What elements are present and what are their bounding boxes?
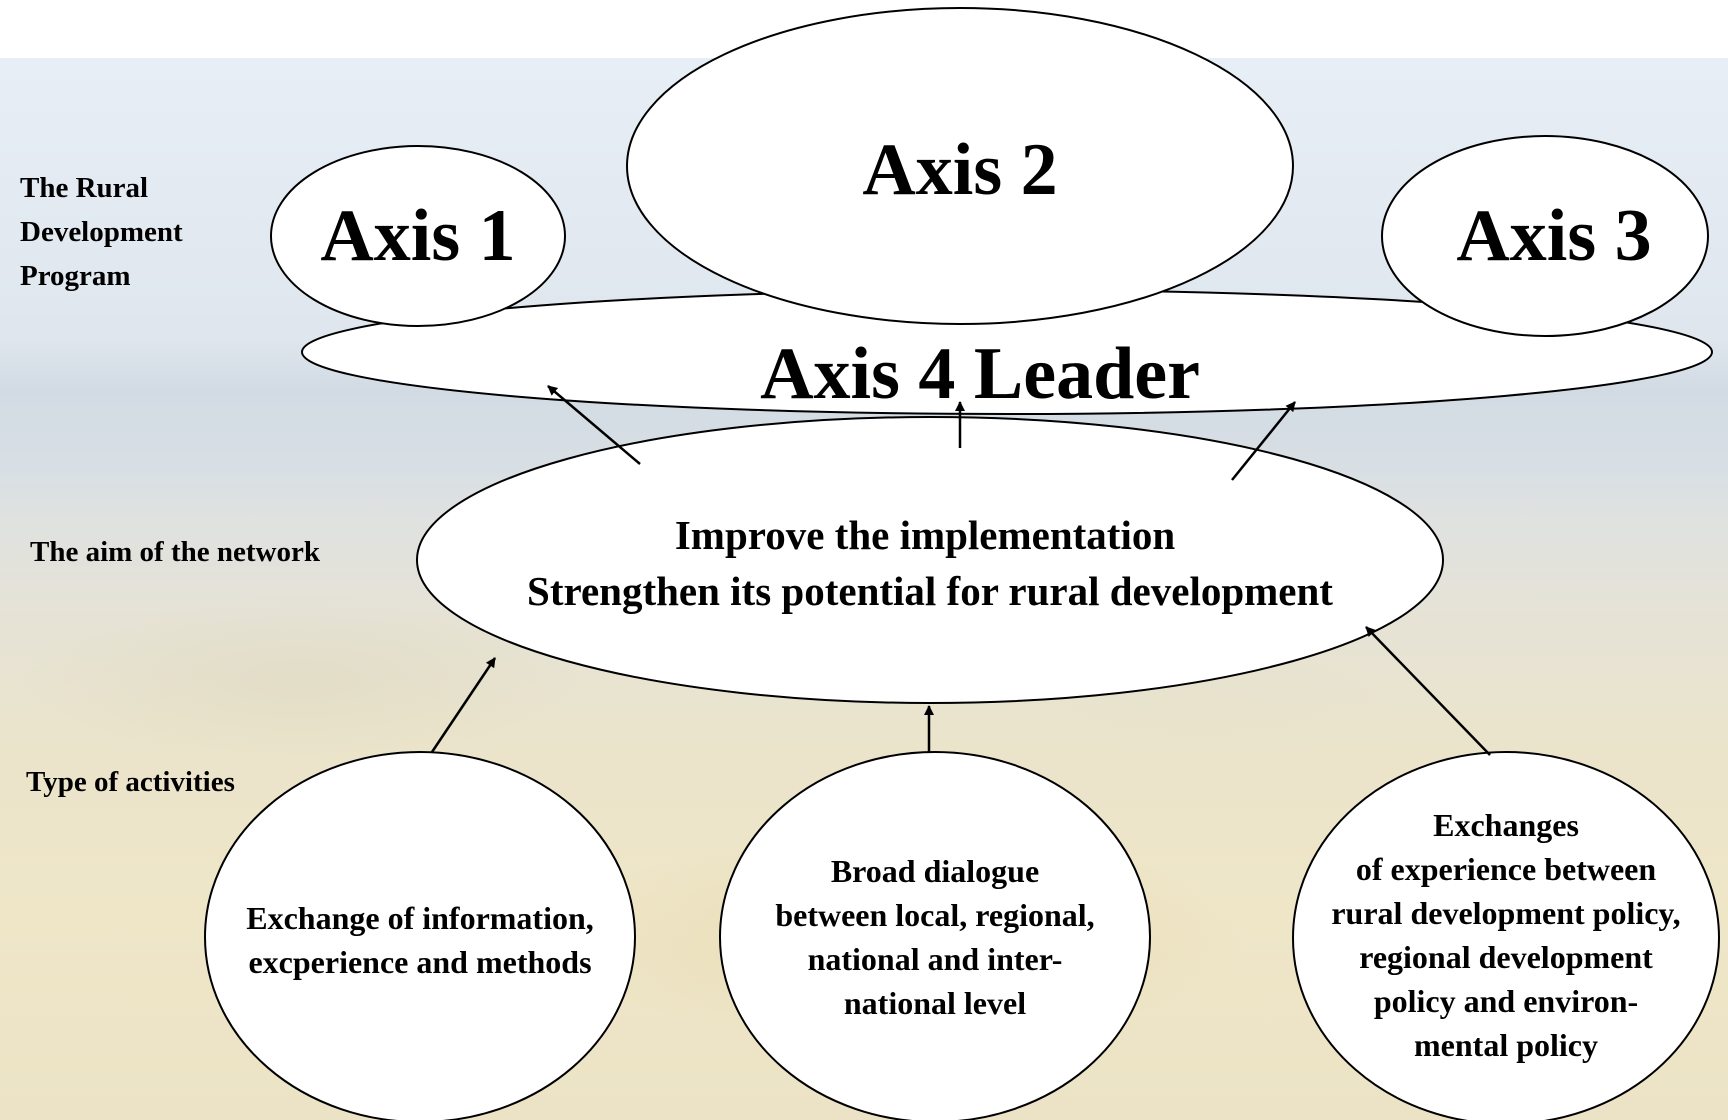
arrow-right-activity-to-aim bbox=[1365, 626, 1491, 756]
activity-left-circle bbox=[204, 751, 636, 1120]
aim-line-2: Strengthen its potential for rural devel… bbox=[527, 567, 1333, 614]
activity-right-circle bbox=[1292, 751, 1720, 1120]
axis1-ellipse bbox=[270, 145, 566, 327]
axis3-label: Axis 3 bbox=[1456, 195, 1652, 277]
axis3-ellipse bbox=[1381, 135, 1709, 337]
activity-right-text: Exchanges of experience between rural de… bbox=[1331, 807, 1681, 1063]
activity-center-text: Broad dialogue between local, regional, … bbox=[775, 853, 1095, 1021]
axis2-label: Axis 2 bbox=[862, 129, 1058, 211]
network-aim-ellipse bbox=[416, 416, 1444, 704]
axis4-leader-label: Axis 4 Leader bbox=[760, 333, 1200, 415]
arrow-aim-to-axis1 bbox=[547, 385, 641, 465]
arrow-aim-to-axis3 bbox=[1231, 401, 1296, 481]
aim-line-1: Improve the implementation bbox=[674, 511, 1176, 558]
label-type-of-activities: Type of activities bbox=[26, 766, 235, 798]
label-rural-development-program: The Rural Development Program bbox=[20, 172, 183, 292]
axis1-label: Axis 1 bbox=[320, 195, 516, 277]
label-network-aim: The aim of the network bbox=[30, 536, 320, 568]
activity-center-circle bbox=[719, 751, 1151, 1120]
activity-left-text: Exchange of information, excperience and… bbox=[246, 900, 594, 980]
arrow-left-activity-to-aim bbox=[430, 657, 497, 753]
axis2-ellipse bbox=[626, 7, 1294, 325]
